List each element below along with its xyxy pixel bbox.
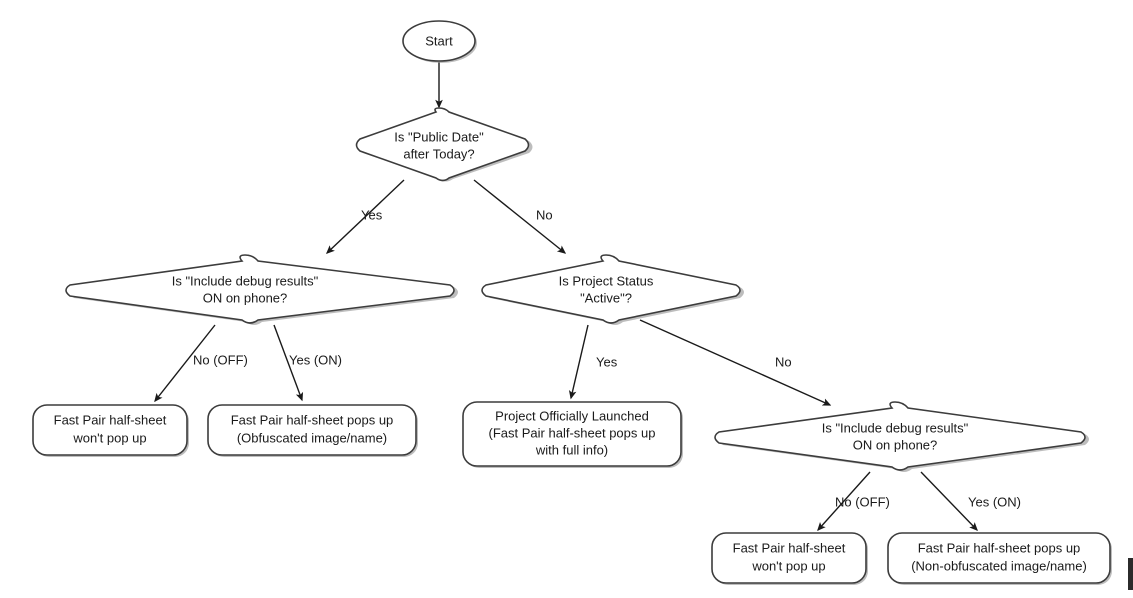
connector-project-status-yes [568, 324, 589, 400]
right-no-off-label-line1: Fast Pair half-sheet [733, 540, 846, 555]
debug-right-label-line1: Is "Include debug results" [822, 420, 969, 435]
edge-label-debug-left-yes: Yes (ON) [289, 352, 342, 367]
connector-debug-right-yes [920, 471, 978, 531]
public-date-diamond [355, 107, 530, 182]
public-date-label-line1: Is "Public Date" [394, 129, 484, 144]
project-launched-label-line3: with full info) [535, 442, 608, 457]
right-no-off-box [711, 532, 867, 584]
node-public-date-decision[interactable]: Is "Public Date" after Today? [355, 107, 533, 182]
project-launched-label-line2: (Fast Pair half-sheet pops up [489, 425, 656, 440]
connector-public-date-yes [325, 179, 405, 254]
project-launched-box [462, 401, 682, 467]
debug-left-diamond [65, 254, 455, 324]
left-no-off-label-line1: Fast Pair half-sheet [54, 412, 167, 427]
edge-label-debug-left-no: No (OFF) [193, 352, 248, 367]
right-no-off-label-line2: won't pop up [751, 558, 825, 573]
node-start[interactable]: Start [402, 20, 477, 63]
project-status-diamond [481, 254, 741, 324]
left-no-off-label-line2: won't pop up [72, 430, 146, 445]
right-yes-on-box [887, 532, 1111, 584]
left-yes-on-label-line1: Fast Pair half-sheet pops up [231, 412, 394, 427]
node-left-no-off-outcome[interactable]: Fast Pair half-sheet won't pop up [32, 404, 189, 457]
debug-right-diamond [714, 401, 1086, 471]
connector-debug-right-no [817, 471, 871, 532]
left-no-off-box [32, 404, 188, 456]
start-label: Start [425, 33, 453, 48]
node-project-launched-outcome[interactable]: Project Officially Launched (Fast Pair h… [462, 401, 683, 468]
edge-label-debug-right-yes: Yes (ON) [968, 494, 1021, 509]
left-yes-on-label-line2: (Obfuscated image/name) [237, 430, 387, 445]
project-status-label-line1: Is Project Status [559, 273, 654, 288]
start-ellipse [402, 20, 476, 62]
node-debug-left-decision[interactable]: Is "Include debug results" ON on phone? [65, 254, 458, 325]
project-launched-label-line1: Project Officially Launched [495, 408, 649, 423]
node-right-yes-on-outcome[interactable]: Fast Pair half-sheet pops up (Non-obfusc… [887, 532, 1112, 585]
node-project-status-decision[interactable]: Is Project Status "Active"? [481, 254, 744, 325]
edge-label-project-status-no: No [775, 354, 792, 369]
node-right-no-off-outcome[interactable]: Fast Pair half-sheet won't pop up [711, 532, 868, 585]
edge-label-public-date-yes: Yes [361, 207, 383, 222]
project-status-label-line2: "Active"? [580, 290, 632, 305]
node-debug-right-decision[interactable]: Is "Include debug results" ON on phone? [714, 401, 1089, 472]
debug-left-label-line2: ON on phone? [203, 290, 288, 305]
right-yes-on-label-line2: (Non-obfuscated image/name) [911, 558, 1087, 573]
left-yes-on-box [207, 404, 417, 456]
connector-debug-left-yes [273, 324, 304, 402]
connector-public-date-no [473, 179, 567, 254]
connector-layer [154, 62, 978, 532]
edge-label-layer: Yes No No (OFF) Yes (ON) Yes No No (OFF)… [193, 207, 1021, 509]
connector-project-status-no [639, 319, 832, 406]
debug-right-label-line2: ON on phone? [853, 437, 938, 452]
edge-label-debug-right-no: No (OFF) [835, 494, 890, 509]
connector-debug-left-no [154, 324, 216, 403]
public-date-label-line2: after Today? [403, 146, 474, 161]
debug-left-label-line1: Is "Include debug results" [172, 273, 319, 288]
right-yes-on-label-line1: Fast Pair half-sheet pops up [918, 540, 1081, 555]
page-edge-artifact [1128, 558, 1133, 590]
node-left-yes-on-outcome[interactable]: Fast Pair half-sheet pops up (Obfuscated… [207, 404, 418, 457]
edge-label-project-status-yes: Yes [596, 354, 618, 369]
edge-label-public-date-no: No [536, 207, 553, 222]
